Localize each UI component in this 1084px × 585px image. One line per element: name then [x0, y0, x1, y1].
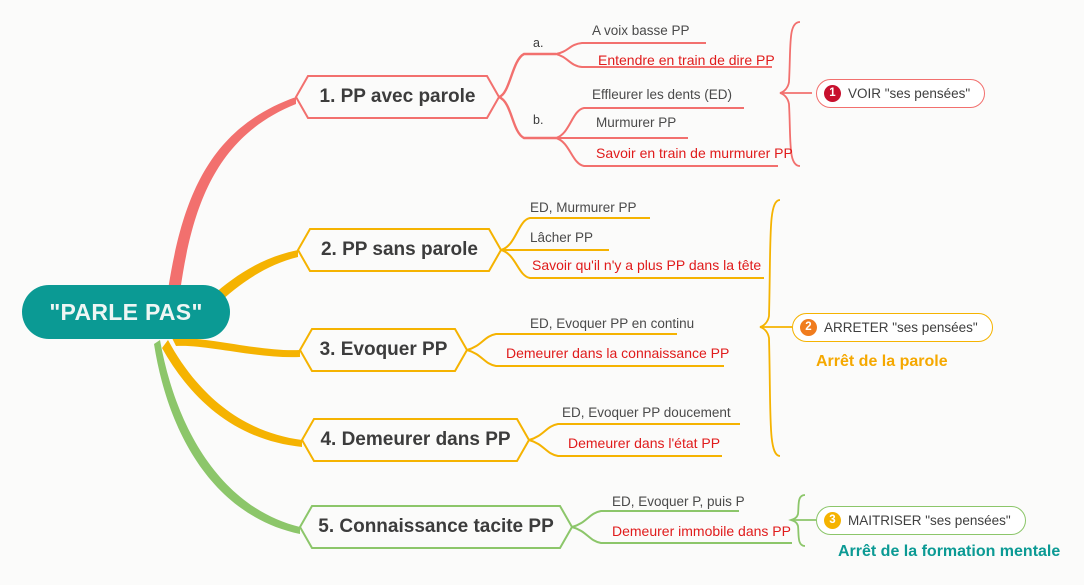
trunk-branch-5: [154, 340, 300, 534]
leaf-2-3[interactable]: Savoir qu'il n'y a plus PP dans la tête: [532, 257, 762, 273]
trunk-branch-4: [162, 340, 302, 447]
leaf-4-2[interactable]: Demeurer dans l'état PP: [568, 435, 721, 451]
subgroup-label-1b: b.: [533, 113, 544, 127]
branch-node-2-label: 2. PP sans parole: [320, 239, 478, 260]
trunk-branch-3: [172, 337, 300, 358]
leaf-1b-3[interactable]: Savoir en train de murmurer PP: [596, 145, 793, 161]
subconnector-1b: [498, 95, 556, 140]
root-node-label: "PARLE PAS": [49, 298, 203, 325]
root-node[interactable]: "PARLE PAS": [22, 285, 230, 339]
brace-summary-3: [788, 494, 806, 547]
leaf-1b-1[interactable]: Effleurer les dents (ED): [592, 87, 733, 102]
leaf-1b-2[interactable]: Murmurer PP: [596, 115, 677, 130]
summary-badge-2: 2: [800, 319, 817, 336]
branch-node-2[interactable]: 2. PP sans parole: [298, 229, 501, 271]
leaf-4-1[interactable]: ED, Evoquer PP doucement: [562, 405, 731, 420]
leaf-2-1[interactable]: ED, Murmurer PP: [530, 200, 637, 215]
branch-node-3[interactable]: 3. Evoquer PP: [300, 329, 467, 371]
subconnector-1a: [498, 52, 556, 99]
branch-node-4[interactable]: 4. Demeurer dans PP: [302, 419, 529, 461]
summary-pill-3[interactable]: 3 MAITRISER "ses pensées": [816, 506, 1026, 535]
branch-node-5[interactable]: 5. Connaissance tacite PP: [300, 506, 572, 548]
subgroup-label-1a: a.: [533, 36, 544, 50]
branch-node-1[interactable]: 1. PP avec parole: [296, 76, 499, 118]
summary-label-2: ARRETER "ses pensées": [824, 320, 978, 335]
conclusion-2: Arrêt de la parole: [816, 353, 948, 370]
brace-summary-2: [759, 199, 781, 457]
summary-badge-3: 3: [824, 512, 841, 529]
branch-node-3-label: 3. Evoquer PP: [319, 339, 448, 360]
summary-label-1: VOIR "ses pensées": [848, 86, 971, 101]
conclusion-3: Arrêt de la formation mentale: [838, 543, 1061, 560]
leaf-5-2[interactable]: Demeurer immobile dans PP: [612, 523, 791, 539]
branch-node-5-label: 5. Connaissance tacite PP: [318, 516, 554, 537]
summary-pill-1[interactable]: 1 VOIR "ses pensées": [816, 79, 986, 108]
leaf-3-2[interactable]: Demeurer dans la connaissance PP: [506, 345, 730, 361]
branch-node-4-label: 4. Demeurer dans PP: [320, 429, 511, 450]
summary-pill-2[interactable]: 2 ARRETER "ses pensées": [792, 313, 993, 342]
summary-label-3: MAITRISER "ses pensées": [848, 513, 1011, 528]
leaf-2-2[interactable]: Lâcher PP: [530, 230, 594, 245]
leaf-1a-1[interactable]: A voix basse PP: [592, 23, 690, 38]
trunk-branch-1: [168, 97, 296, 292]
leaf-3-1[interactable]: ED, Evoquer PP en continu: [530, 316, 695, 331]
leaf-1a-2[interactable]: Entendre en train de dire PP: [598, 52, 775, 68]
summary-badge-1: 1: [824, 85, 841, 102]
leaf-5-1[interactable]: ED, Evoquer P, puis P: [612, 494, 745, 509]
branch-node-1-label: 1. PP avec parole: [319, 86, 476, 107]
